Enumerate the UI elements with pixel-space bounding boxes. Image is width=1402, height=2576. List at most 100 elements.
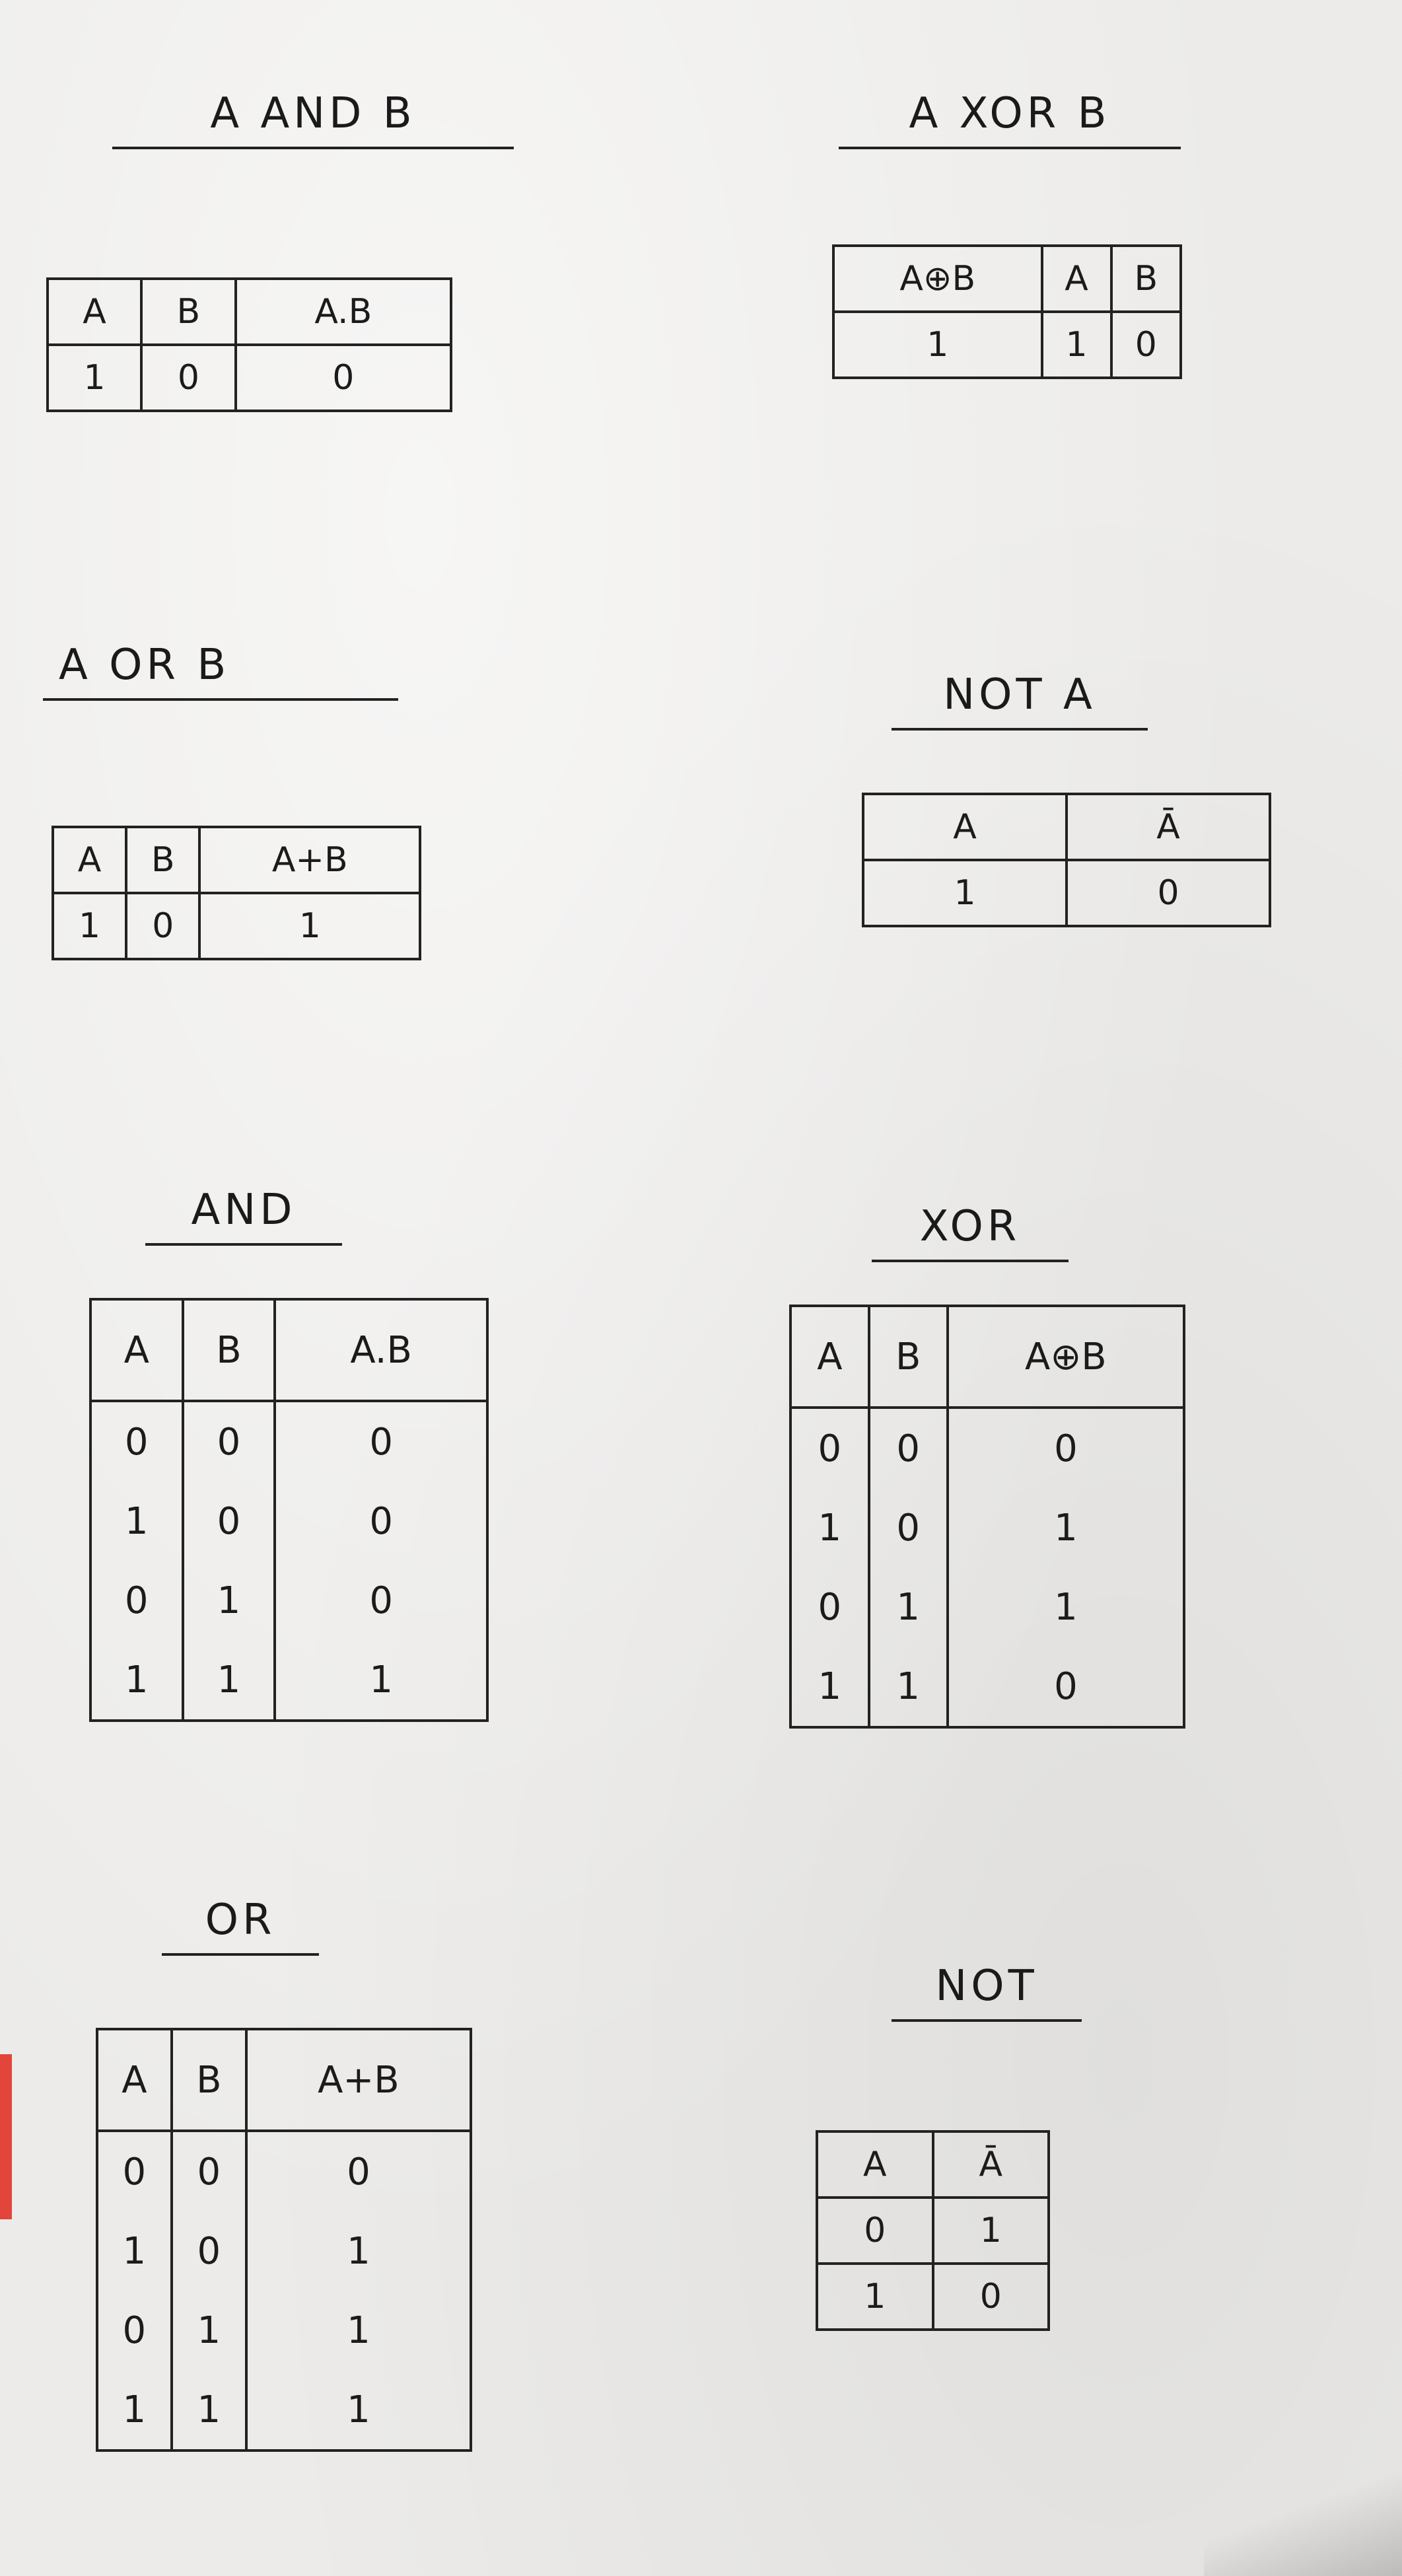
table-cell: 0 — [125, 892, 201, 960]
table-cell: 1 — [198, 892, 421, 960]
or-table-title: OR — [162, 1899, 319, 1956]
table-header-row: A B A.B — [46, 277, 453, 346]
header-cell: B — [140, 277, 237, 346]
corner-shadow — [1204, 2470, 1402, 2576]
table-cell: 0 — [931, 2262, 1050, 2331]
table-cell: 1 — [273, 1640, 489, 1722]
or-example-table: A B A+B 1 0 1 — [51, 826, 421, 960]
header-cell: B — [170, 2028, 248, 2132]
table-cell: 1 — [244, 2291, 473, 2370]
table-row: 1 0 1 — [51, 892, 421, 960]
header-cell: A — [1040, 244, 1113, 313]
table-cell: 1 — [816, 2262, 934, 2331]
table-row: 1 0 0 — [46, 343, 453, 412]
table-cell: 1 — [181, 1640, 277, 1722]
table-cell: 0 — [946, 1647, 1186, 1729]
table-cell: 1 — [946, 1567, 1186, 1647]
table-cell: 1 — [1040, 310, 1113, 379]
table-cell: 1 — [96, 2211, 173, 2291]
not-truth-table: A Ā 0 1 1 0 — [816, 2130, 1050, 2331]
table-cell: 0 — [140, 343, 237, 412]
table-cell: 1 — [170, 2370, 248, 2452]
table-row: 1 1 0 — [789, 1647, 1186, 1729]
red-edge-mark — [0, 2054, 12, 2219]
table-cell: 1 — [867, 1647, 949, 1729]
table-cell: 1 — [96, 2370, 173, 2452]
not-example-title: NOT A — [892, 674, 1148, 731]
table-cell: 1 — [170, 2291, 248, 2370]
table-cell: 0 — [234, 343, 453, 412]
and-table-title: AND — [145, 1189, 342, 1246]
table-header-row: A Ā — [816, 2130, 1050, 2199]
header-cell: B — [125, 826, 201, 894]
table-row: 1 1 1 — [89, 1640, 489, 1722]
table-cell: 0 — [1109, 310, 1183, 379]
header-cell: A — [96, 2028, 173, 2132]
table-row: 1 0 1 — [96, 2211, 473, 2291]
table-cell: 1 — [89, 1482, 184, 1561]
table-cell: 0 — [867, 1488, 949, 1567]
header-cell: Ā — [931, 2130, 1050, 2199]
table-cell: 1 — [244, 2211, 473, 2291]
table-row: 0 0 0 — [89, 1401, 489, 1482]
table-row: 1 0 0 — [89, 1482, 489, 1561]
table-row: 1 0 1 — [789, 1488, 1186, 1567]
table-cell: 1 — [832, 310, 1043, 379]
xor-example-table: A⊕B A B 1 1 0 — [832, 244, 1183, 379]
header-cell: B — [181, 1298, 277, 1402]
header-cell: A — [46, 277, 143, 346]
table-row: 0 1 1 — [789, 1567, 1186, 1647]
table-cell: 0 — [867, 1408, 949, 1488]
table-cell: 1 — [89, 1640, 184, 1722]
table-cell: 1 — [946, 1488, 1186, 1567]
or-truth-table: A B A+B 0 0 0 1 0 1 0 1 1 1 1 1 — [96, 2028, 473, 2452]
not-example-table: A Ā 1 0 — [862, 793, 1271, 927]
table-cell: 1 — [789, 1488, 870, 1567]
xor-example-title: A XOR B — [839, 92, 1181, 149]
header-cell: A.B — [234, 277, 453, 346]
table-cell: 0 — [273, 1561, 489, 1640]
header-cell: A — [89, 1298, 184, 1402]
table-cell: 1 — [46, 343, 143, 412]
table-row: 1 0 — [862, 859, 1271, 927]
table-cell: 0 — [89, 1401, 184, 1482]
header-cell: A+B — [198, 826, 421, 894]
table-cell: 0 — [816, 2196, 934, 2265]
header-cell: A⊕B — [946, 1305, 1186, 1409]
table-header-row: A⊕B A B — [832, 244, 1183, 313]
and-example-table: A B A.B 1 0 0 — [46, 277, 453, 412]
header-cell: A — [862, 793, 1068, 861]
header-cell: A — [51, 826, 128, 894]
table-cell: 1 — [181, 1561, 277, 1640]
and-example-title: A AND B — [112, 92, 514, 149]
table-cell: 0 — [89, 1561, 184, 1640]
table-cell: 1 — [867, 1567, 949, 1647]
table-cell: 0 — [96, 2131, 173, 2211]
header-cell: Ā — [1065, 793, 1271, 861]
header-cell: B — [1109, 244, 1183, 313]
table-cell: 0 — [181, 1482, 277, 1561]
table-cell: 0 — [170, 2131, 248, 2211]
table-cell: 1 — [931, 2196, 1050, 2265]
table-row: 0 0 0 — [789, 1408, 1186, 1488]
table-cell: 0 — [1065, 859, 1271, 927]
header-cell: A+B — [244, 2028, 473, 2132]
header-cell: B — [867, 1305, 949, 1409]
table-row: 0 1 1 — [96, 2291, 473, 2370]
table-cell: 0 — [946, 1408, 1186, 1488]
header-cell: A.B — [273, 1298, 489, 1402]
xor-truth-table: A B A⊕B 0 0 0 1 0 1 0 1 1 1 1 0 — [789, 1305, 1186, 1729]
table-row: 1 1 0 — [832, 310, 1183, 379]
table-cell: 0 — [273, 1401, 489, 1482]
not-table-title: NOT — [892, 1965, 1082, 2022]
or-example-title: A OR B — [43, 644, 398, 701]
header-cell: A — [789, 1305, 870, 1409]
header-cell: A — [816, 2130, 934, 2199]
table-row: 0 1 — [816, 2196, 1050, 2265]
table-header-row: A Ā — [862, 793, 1271, 861]
table-row: 0 1 0 — [89, 1561, 489, 1640]
table-cell: 0 — [244, 2131, 473, 2211]
table-cell: 1 — [244, 2370, 473, 2452]
table-header-row: A B A.B — [89, 1298, 489, 1402]
table-header-row: A B A⊕B — [789, 1305, 1186, 1409]
